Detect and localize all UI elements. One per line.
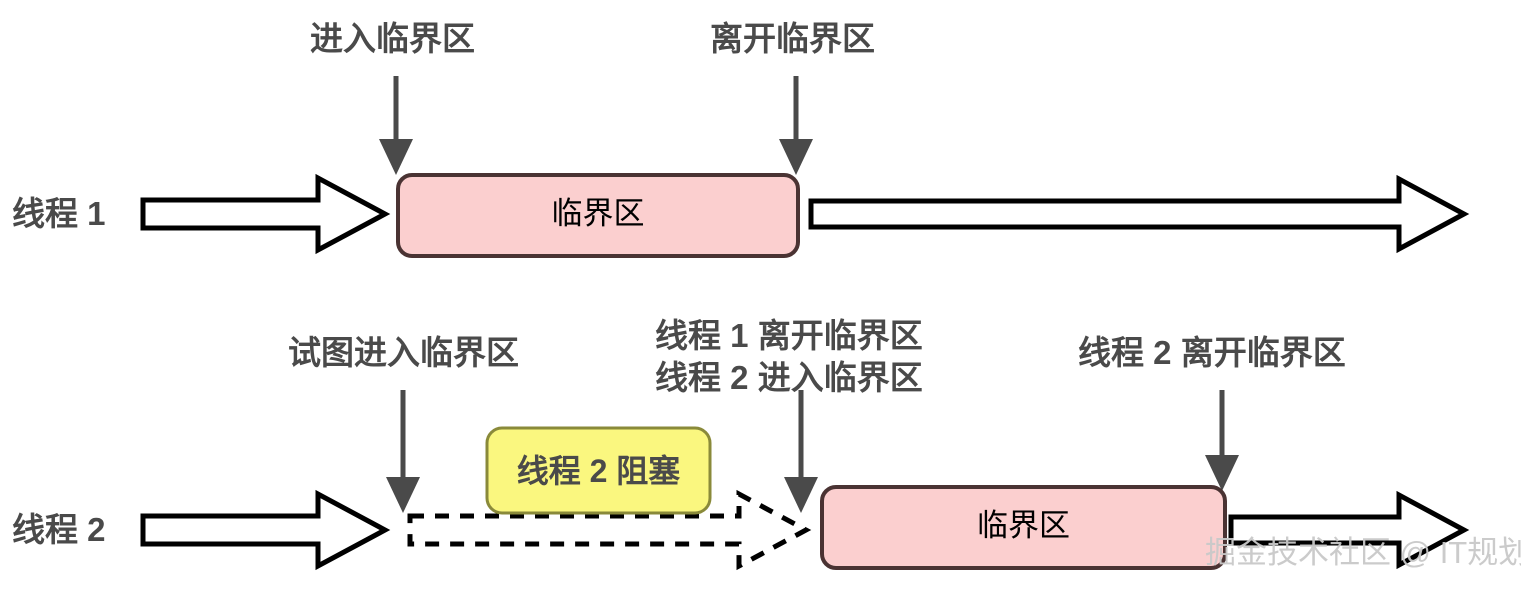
- label-enter-critical-section: 进入临界区: [310, 20, 475, 57]
- callout-arrow-try-enter: [386, 390, 420, 513]
- watermark-text: 掘金技术社区 @ IT规划师: [1205, 535, 1521, 570]
- callout-arrow-handoff: [784, 390, 818, 513]
- thread-2-blocked-label: 线程 2 阻塞: [516, 453, 681, 489]
- thread-2-incoming-arrow: [140, 489, 391, 571]
- critical-section-label-thread-2: 临界区: [977, 508, 1070, 543]
- callout-arrow-leave-critical-section: [779, 76, 813, 175]
- thread-1-outgoing-arrow: [808, 174, 1470, 254]
- thread-2-critical-section-rect: [820, 485, 1227, 570]
- label-try-enter-critical-section: 试图进入临界区: [288, 334, 519, 371]
- thread-2-outgoing-arrow: [1228, 490, 1470, 570]
- label-handoff-line-2: 线程 2 进入临界区: [655, 359, 923, 396]
- callout-arrow-thread2-leave: [1205, 390, 1239, 491]
- lane-label-thread-2: 线程 2: [12, 511, 106, 548]
- label-handoff-line-1: 线程 1 离开临界区: [655, 317, 923, 354]
- thread-1-critical-section-rect: [396, 173, 800, 258]
- critical-section-label-thread-1: 临界区: [551, 196, 645, 231]
- label-leave-critical-section: 离开临界区: [710, 20, 875, 57]
- thread-2-blocked-dashed-arrow: [407, 489, 812, 571]
- thread-1-incoming-arrow: [140, 173, 391, 255]
- thread-2-blocked-rect: [485, 426, 712, 515]
- lane-label-thread-1: 线程 1: [12, 195, 106, 232]
- label-thread2-leave-critical-section: 线程 2 离开临界区: [1078, 334, 1346, 371]
- callout-arrow-enter-critical-section: [379, 76, 413, 175]
